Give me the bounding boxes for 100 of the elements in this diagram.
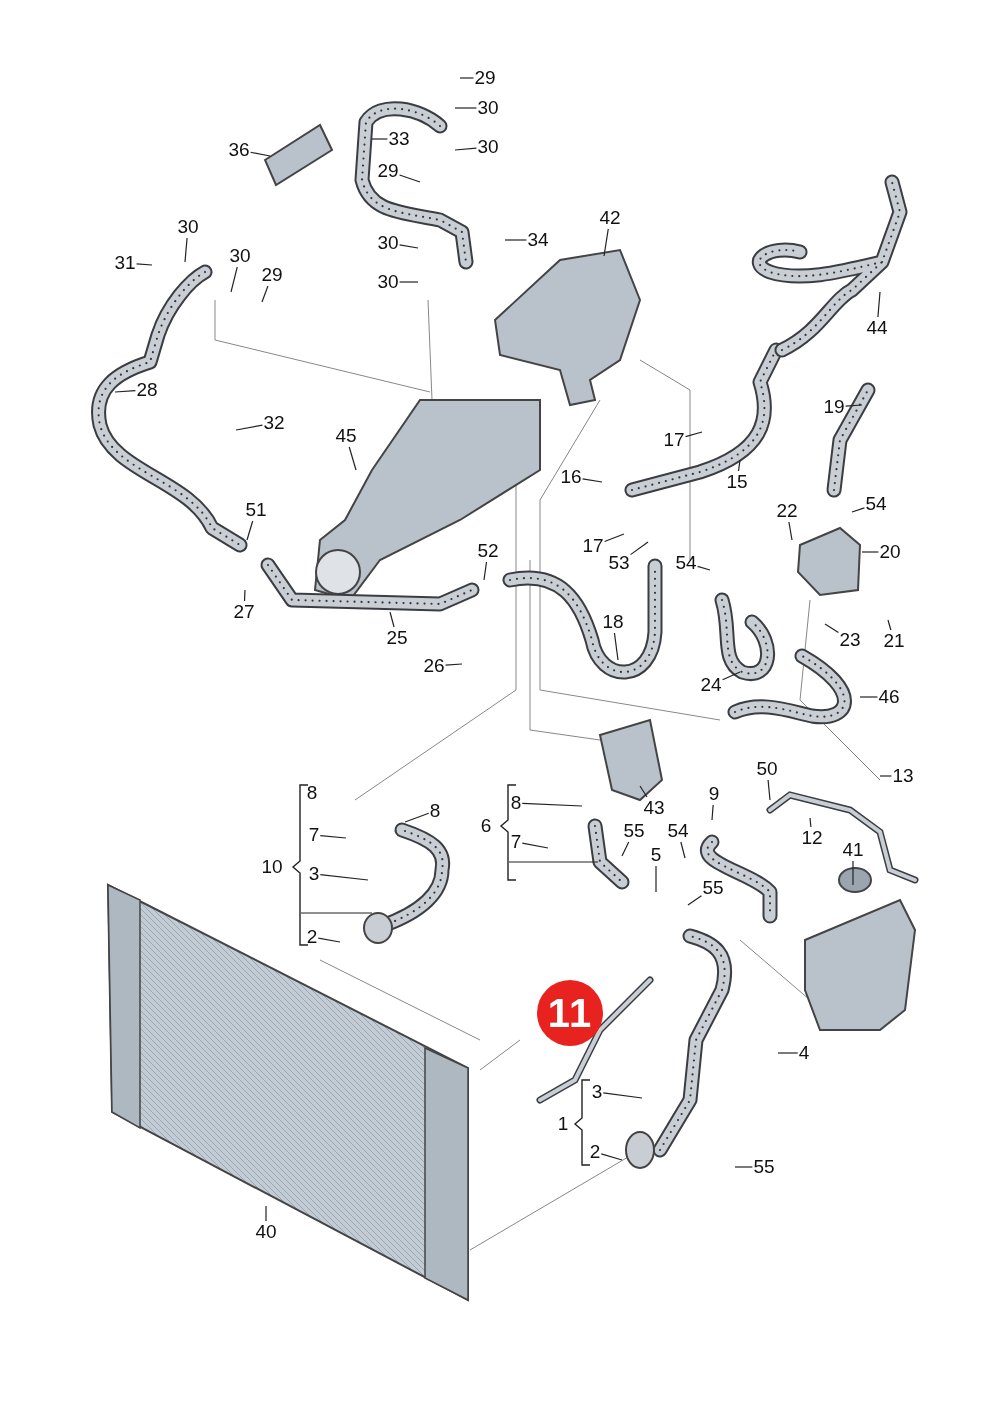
leader-line xyxy=(861,551,880,553)
callout-number: 7 xyxy=(509,831,523,853)
callout-number: 7 xyxy=(307,824,321,846)
leader-line xyxy=(521,842,549,849)
callout-number: 51 xyxy=(244,499,268,521)
callout-number: 9 xyxy=(707,783,721,805)
leader-line xyxy=(788,521,793,541)
callout-number: 2 xyxy=(588,1141,602,1163)
leader-line xyxy=(261,285,269,303)
callout-number: 5 xyxy=(649,844,663,866)
leader-line xyxy=(851,507,866,513)
leader-line xyxy=(459,77,475,79)
callout-number: 18 xyxy=(601,611,625,633)
callout-number: 12 xyxy=(800,827,824,849)
callout-number: 17 xyxy=(581,535,605,557)
leader-line xyxy=(737,459,741,472)
callout-number: 6 xyxy=(479,815,493,837)
callout-number: 29 xyxy=(473,67,497,89)
leader-line xyxy=(639,785,648,798)
leader-line xyxy=(721,671,741,681)
leader-line xyxy=(398,244,419,249)
leader-line xyxy=(398,174,421,183)
callout-number: 53 xyxy=(607,552,631,574)
leader-line xyxy=(348,446,357,471)
callout-number: 46 xyxy=(877,686,901,708)
callout-number: 27 xyxy=(232,601,256,623)
leader-line xyxy=(521,802,583,807)
leader-line xyxy=(444,663,463,666)
leader-line xyxy=(230,266,238,293)
callout-number: 45 xyxy=(334,425,358,447)
leader-line xyxy=(404,812,430,823)
callout-number: 30 xyxy=(176,216,200,238)
callout-number: 55 xyxy=(701,877,725,899)
leader-line xyxy=(767,779,771,801)
callout-number: 1 xyxy=(556,1113,570,1135)
callout-number: 30 xyxy=(476,97,500,119)
callout-number: 8 xyxy=(305,782,319,804)
callout-number: 15 xyxy=(725,471,749,493)
callout-number: 13 xyxy=(891,765,915,787)
leader-line xyxy=(319,874,369,881)
callout-number: 55 xyxy=(752,1156,776,1178)
callout-number: 29 xyxy=(260,264,284,286)
callout-number: 25 xyxy=(385,627,409,649)
callout-number: 3 xyxy=(590,1081,604,1103)
leader-line xyxy=(852,860,854,886)
callout-number: 20 xyxy=(878,541,902,563)
callout-number: 2 xyxy=(305,926,319,948)
leader-line xyxy=(483,561,488,581)
leader-line xyxy=(265,1205,267,1222)
leader-line xyxy=(603,228,609,257)
callout-number: 17 xyxy=(662,429,686,451)
leader-line xyxy=(371,138,389,140)
leader-line xyxy=(711,804,714,821)
callout-number: 23 xyxy=(838,629,862,651)
callout-number: 34 xyxy=(526,229,550,251)
callout-number: 30 xyxy=(476,136,500,158)
leader-line xyxy=(114,390,137,393)
callout-number: 42 xyxy=(598,207,622,229)
callout-number: 30 xyxy=(228,245,252,267)
leader-line xyxy=(454,107,478,109)
leader-line xyxy=(603,533,625,543)
leader-line xyxy=(319,835,347,839)
leader-line xyxy=(824,623,840,634)
leader-line xyxy=(887,619,892,631)
callout-number: 29 xyxy=(376,160,400,182)
callout-number: 21 xyxy=(882,630,906,652)
callout-number: 24 xyxy=(699,674,723,696)
callout-number: 55 xyxy=(622,820,646,842)
leader-line xyxy=(613,632,619,661)
leader-line xyxy=(629,541,649,556)
leader-line xyxy=(581,478,603,483)
leader-line xyxy=(734,1166,754,1168)
leader-line xyxy=(655,865,657,893)
callout-number: 30 xyxy=(376,232,400,254)
callout-number: 22 xyxy=(775,500,799,522)
leader-line xyxy=(135,263,153,266)
leader-line xyxy=(235,424,264,431)
leader-line xyxy=(184,237,188,263)
callout-number: 41 xyxy=(841,839,865,861)
callout-number: 3 xyxy=(307,863,321,885)
leader-line xyxy=(809,817,812,828)
leader-line xyxy=(317,937,341,943)
leader-line xyxy=(246,520,254,541)
leader-line xyxy=(621,841,630,857)
callout-number: 40 xyxy=(254,1221,278,1243)
leader-line xyxy=(454,147,478,151)
callout-number: 32 xyxy=(262,412,286,434)
leader-line xyxy=(684,431,703,438)
leader-line xyxy=(600,1153,623,1161)
leader-line xyxy=(879,775,893,777)
callout-number: 19 xyxy=(822,396,846,418)
highlight-badge: 11 xyxy=(537,980,603,1046)
leader-line xyxy=(696,565,711,571)
callout-number: 4 xyxy=(797,1042,811,1064)
leader-line xyxy=(249,151,271,157)
callout-number: 10 xyxy=(260,856,284,878)
callout-number: 26 xyxy=(422,655,446,677)
leader-line xyxy=(687,895,703,906)
callout-number: 54 xyxy=(864,493,888,515)
leader-line xyxy=(859,696,879,698)
